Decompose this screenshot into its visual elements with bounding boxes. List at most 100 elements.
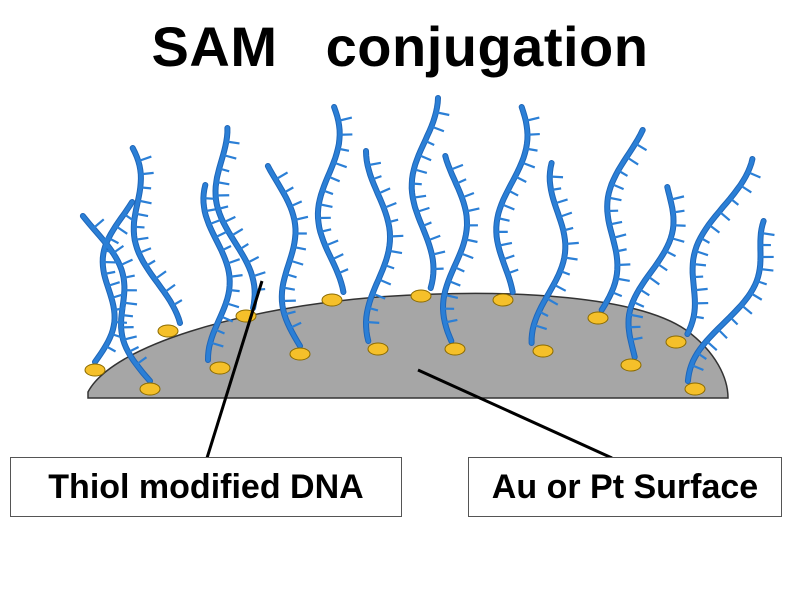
dna-base-pair (338, 116, 353, 122)
dna-base-pair (759, 267, 774, 272)
dna-base-pair (444, 318, 458, 324)
dna-strand-icon (599, 128, 645, 312)
dna-base-pair (230, 228, 244, 237)
surface-label: Au or Pt Surface (468, 457, 782, 517)
dna-base-pair (670, 236, 685, 243)
dna-base-pair (749, 292, 763, 301)
dna-base-pair (514, 175, 527, 183)
dna-base-pair (289, 200, 303, 208)
dna-strand-icon (93, 200, 135, 364)
dna-base-pair (558, 211, 573, 219)
dna-base-pair (137, 155, 152, 163)
dna-base-pair (383, 201, 397, 210)
dna-base-pair (612, 233, 627, 240)
dna-base-pair (289, 321, 302, 329)
dna-base-pair (229, 274, 243, 278)
dna-base-pair (123, 301, 138, 306)
dna-base-pair (208, 218, 223, 226)
dna-base-pair (331, 253, 344, 261)
dna-base-pair (449, 163, 464, 171)
dna-base-pair (222, 215, 236, 224)
dna-base-pair (521, 161, 536, 169)
dna-strand-icon (494, 105, 530, 294)
dna-base-pair (740, 304, 753, 315)
dna-base-pair (413, 168, 428, 175)
dna-strand-icon (315, 105, 346, 294)
dna-base-pair (372, 292, 386, 300)
dna-base-pair (718, 210, 731, 222)
dna-base-pair (615, 277, 630, 282)
dna-strand-icon (80, 214, 152, 383)
dna-base-pair (138, 247, 152, 255)
dna-base-pair (220, 315, 234, 323)
dna-base-pair (527, 132, 540, 136)
dna-base-pair (137, 199, 152, 205)
thiol-anchor-icon (410, 289, 432, 303)
dna-base-pair (154, 270, 167, 281)
dna-base-pair (497, 216, 510, 222)
dna-base-pair (717, 328, 728, 340)
dna-base-pair (135, 356, 148, 366)
dna-base-pair (107, 281, 120, 288)
dna-base-pair (134, 236, 149, 241)
dna-base-pair (617, 263, 631, 267)
dna-base-pair (554, 198, 568, 205)
dna-base-pair (318, 203, 333, 208)
dna-base-pair (549, 175, 564, 179)
dna-base-pair (670, 195, 685, 201)
dna-base-pair (324, 239, 339, 247)
dna-base-pair (545, 297, 559, 306)
dna-base-pair (690, 363, 704, 372)
thiol-anchor-icon (321, 293, 343, 307)
surface-label-text: Au or Pt Surface (491, 467, 759, 506)
dna-base-pair (430, 125, 445, 133)
thiol-anchor-icon (289, 347, 311, 361)
dna-base-pair (389, 234, 404, 238)
dna-base-pair (216, 180, 230, 186)
dna-base-pair (327, 175, 341, 183)
dna-base-pair (611, 182, 625, 191)
dna-base-pair (377, 187, 391, 195)
dna-base-pair (564, 256, 578, 261)
thiol-dna-label-text: Thiol modified DNA (48, 467, 364, 506)
dna-base-pair (630, 336, 643, 342)
dna-strand-icon (409, 96, 440, 290)
dna-base-pair (119, 258, 133, 267)
dna-base-pair (501, 203, 515, 211)
dna-base-pair (533, 323, 548, 331)
dna-strand-icon (130, 146, 182, 325)
dna-base-pair (226, 140, 240, 145)
thiol-anchor-icon (620, 358, 642, 372)
dna-base-pair (289, 259, 304, 266)
thiol-anchor-icon (492, 293, 514, 307)
dna-base-pair (418, 153, 432, 162)
thiol-anchor-icon (157, 324, 179, 338)
dna-base-pair (498, 241, 513, 247)
dna-base-pair (367, 161, 382, 167)
dna-base-pair (626, 156, 639, 166)
dna-base-pair (251, 271, 266, 278)
dna-base-pair (282, 286, 296, 291)
dna-base-pair (739, 184, 752, 194)
dna-base-pair (246, 255, 260, 264)
dna-base-pair (465, 207, 480, 213)
dna-base-pair (502, 254, 515, 261)
dna-base-pair (656, 262, 668, 272)
dna-backbone-shadow (493, 104, 531, 295)
dna-strand-icon (201, 183, 232, 362)
thiol-anchor-icon (587, 311, 609, 325)
thiol-anchor-icon (367, 342, 389, 356)
dna-strand-icon (213, 126, 257, 310)
dna-base-pair (112, 245, 125, 255)
dna-base-pair (222, 153, 237, 160)
dna-strands-group (79, 95, 775, 396)
dna-base-pair (214, 230, 228, 239)
thiol-anchor-icon (84, 363, 106, 377)
dna-base-pair (461, 191, 475, 199)
dna-strand-icon (265, 164, 302, 348)
dna-base-pair (416, 206, 430, 214)
dna-base-pair (565, 241, 579, 246)
dna-base-pair (634, 142, 648, 152)
dna-base-pair (92, 218, 105, 230)
dna-base-pair (525, 116, 540, 122)
